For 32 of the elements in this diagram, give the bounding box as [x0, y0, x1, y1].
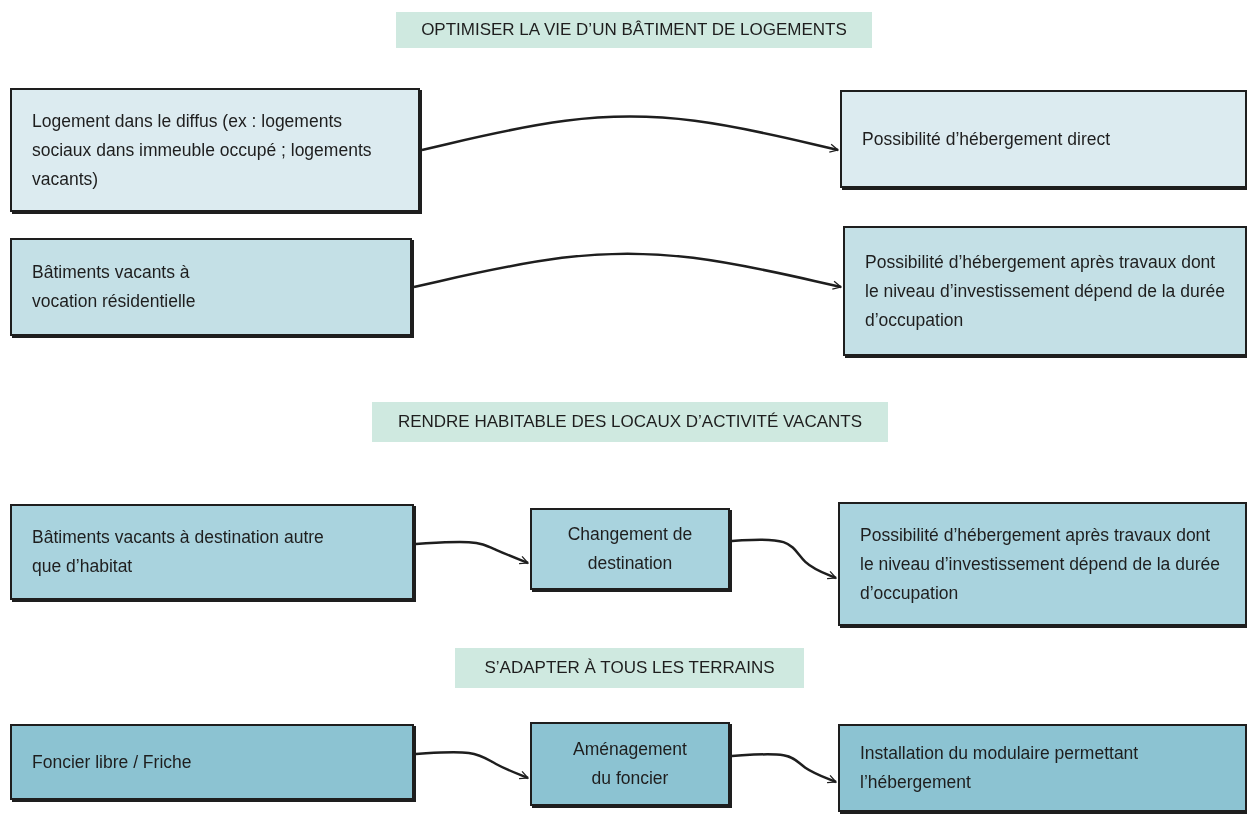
process-box: [10, 88, 420, 212]
curved-arrow: [415, 540, 529, 565]
box-text: Bâtiments vacants à vocation résidentielle: [32, 261, 197, 313]
section-title: OPTIMISER LA VIE D’UN BÂTIMENT DE LOGEMENTS: [421, 20, 847, 40]
section-title: RENDRE HABITABLE DES LOCAUX D’ACTIVITÉ VACANTS: [397, 412, 863, 432]
section-banner: [396, 12, 872, 48]
process-box: [530, 508, 730, 590]
process-box: [840, 90, 1247, 188]
box-text: Changement de destination: [566, 523, 694, 575]
box-text: Possibilité d’hébergement après travaux dont le niveau d’investissement dépend de la durée d’occupation: [865, 250, 1225, 332]
process-box: [838, 724, 1247, 812]
process-box: [838, 502, 1247, 626]
curved-arrow: [731, 753, 837, 784]
process-box: [10, 238, 412, 336]
box-text: Possibilité d’hébergement direct: [862, 127, 1111, 151]
curved-arrow: [415, 750, 529, 780]
curved-arrow: [421, 115, 839, 153]
curved-arrow: [413, 252, 842, 290]
process-box: [10, 724, 414, 800]
curved-arrow: [731, 538, 837, 580]
box-text: Installation du modulaire permettant l’hébergement: [860, 742, 1140, 794]
box-text: Logement dans le diffus (ex : logements sociaux dans immeuble occupé ; logements vacants): [32, 109, 373, 191]
section-banner: [372, 402, 888, 442]
box-text: Aménagement du foncier: [572, 738, 688, 790]
process-box: [843, 226, 1247, 356]
box-text: Possibilité d’hébergement après travaux dont le niveau d’investissement dépend de la durée d’occupation: [860, 523, 1221, 605]
section-banner: [455, 648, 804, 688]
process-box: [530, 722, 730, 806]
box-text: Foncier libre / Friche: [32, 750, 192, 774]
box-text: Bâtiments vacants à destination autre que d’habitat: [32, 526, 325, 578]
process-box: [10, 504, 414, 600]
section-title: S’ADAPTER À TOUS LES TERRAINS: [484, 658, 775, 678]
